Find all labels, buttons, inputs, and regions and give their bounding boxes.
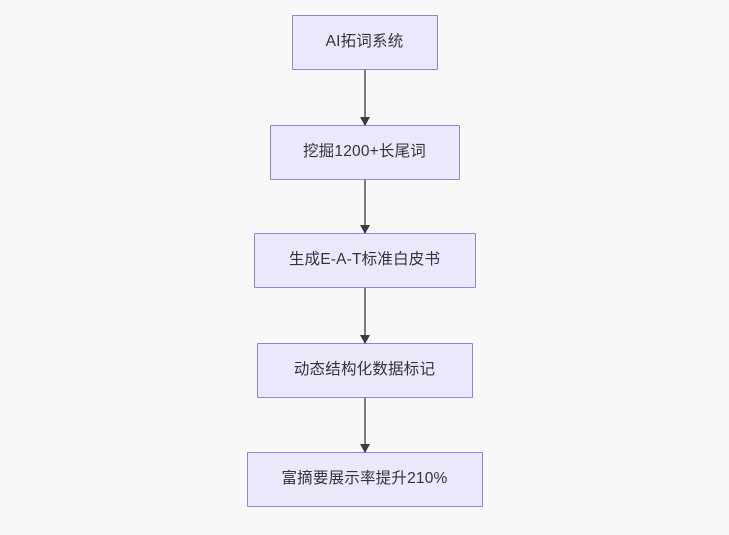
flow-connector-2 bbox=[358, 180, 372, 234]
flow-connector-4 bbox=[358, 398, 372, 453]
arrow-down-icon bbox=[359, 117, 370, 126]
flow-node-generate-eat-whitepaper[interactable]: 生成E-A-T标准白皮书 bbox=[253, 233, 476, 288]
flow-node-mine-longtail-keywords[interactable]: 挖掘1200+长尾词 bbox=[269, 125, 460, 180]
flow-node-ai-keyword-system[interactable]: AI拓词系统 bbox=[291, 15, 438, 70]
flow-node-label: 动态结构化数据标记 bbox=[293, 361, 436, 379]
connector-line bbox=[363, 180, 366, 233]
arrow-down-icon bbox=[359, 444, 370, 453]
flow-connector-3 bbox=[358, 288, 372, 344]
flow-node-label: 生成E-A-T标准白皮书 bbox=[288, 251, 441, 269]
flow-node-dynamic-structured-data-markup[interactable]: 动态结构化数据标记 bbox=[256, 343, 473, 398]
connector-line bbox=[363, 398, 366, 452]
connector-line bbox=[363, 70, 366, 125]
flow-connector-1 bbox=[358, 70, 372, 126]
connector-line bbox=[363, 288, 366, 343]
arrow-down-icon bbox=[359, 225, 370, 234]
flow-node-rich-snippet-impression-result[interactable]: 富摘要展示率提升210% bbox=[246, 452, 483, 507]
flow-node-label: 挖掘1200+长尾词 bbox=[302, 143, 427, 161]
arrow-down-icon bbox=[359, 335, 370, 344]
flow-node-label: AI拓词系统 bbox=[325, 33, 404, 51]
flow-node-label: 富摘要展示率提升210% bbox=[281, 470, 448, 488]
